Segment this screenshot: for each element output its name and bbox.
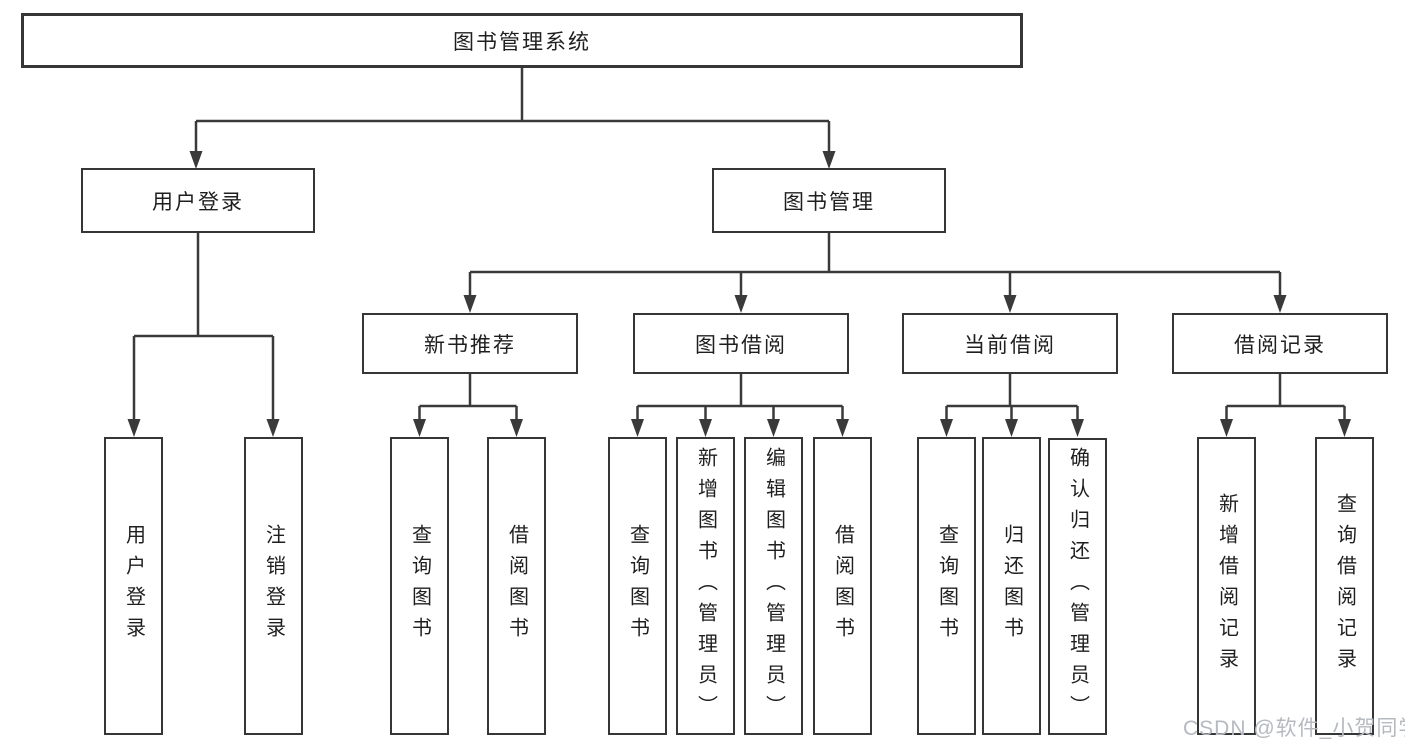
leaf-borrow-book-1: 借阅图书 [487, 437, 546, 735]
node-user-login: 用户登录 [81, 168, 315, 233]
arrow-leaf-query-book-2 [631, 419, 644, 437]
node-book-borrow: 图书借阅 [633, 313, 849, 374]
arrow-leaf-query-book-1 [413, 419, 426, 437]
leaf-add-book-admin: 新增图书（管理员） [676, 437, 735, 735]
leaf-query-book-2: 查询图书 [608, 437, 667, 735]
arrow-leaf-borrow-book-2 [836, 419, 849, 437]
leaf-confirm-return-admin: 确认归还（管理员） [1048, 438, 1107, 735]
leaf-return-book: 归还图书 [982, 437, 1041, 735]
edge-new-book-arrow-stems [418, 406, 518, 421]
arrow-leaf-borrow-book-1 [510, 419, 523, 437]
node-book-management: 图书管理 [712, 168, 946, 233]
edge-level2-arrow-stems [194, 121, 831, 153]
arrow-leaf-add-borrow-record [1220, 419, 1233, 437]
arrow-leaf-return-book [1005, 419, 1018, 437]
arrow-book-management [822, 151, 836, 169]
node-borrow-records: 借阅记录 [1172, 313, 1388, 374]
node-current-borrow: 当前借阅 [902, 313, 1118, 374]
arrow-user-login [189, 151, 203, 169]
arrow-leaf-query-book-3 [940, 419, 953, 437]
arrow-borrow-records [1273, 295, 1287, 313]
node-new-book-recommend: 新书推荐 [362, 313, 578, 374]
node-library-management-system: 图书管理系统 [21, 13, 1023, 68]
edge-current-borrow-arrow-stems [945, 406, 1079, 421]
edge-user-login-arrow-stems [132, 336, 275, 421]
arrow-leaf-add-book [699, 419, 712, 437]
arrow-new-book-recommend [463, 295, 477, 313]
leaf-query-book-1: 查询图书 [390, 437, 449, 735]
arrow-leaf-edit-book [767, 419, 780, 437]
arrow-leaf-query-borrow-record [1338, 419, 1351, 437]
leaf-user-login: 用户登录 [104, 437, 163, 735]
leaf-query-borrow-record: 查询借阅记录 [1315, 437, 1374, 735]
edge-level3-arrow-stems [468, 272, 1282, 297]
leaf-borrow-book-2: 借阅图书 [813, 437, 872, 735]
arrow-leaf-logout [266, 419, 280, 437]
arrow-leaf-confirm-return [1071, 419, 1084, 437]
arrow-book-borrow [734, 295, 748, 313]
leaf-edit-book-admin: 编辑图书（管理员） [744, 437, 803, 735]
leaf-logout: 注销登录 [244, 437, 303, 735]
leaf-query-book-3: 查询图书 [917, 437, 976, 735]
leaf-add-borrow-record: 新增借阅记录 [1197, 437, 1256, 735]
arrow-leaf-user-login [127, 419, 141, 437]
edge-borrow-records-arrow-stems [1225, 406, 1346, 421]
csdn-watermark: CSDN @软件_小贺同学 [1183, 717, 1405, 740]
arrow-current-borrow [1003, 295, 1017, 313]
edge-book-borrow-arrow-stems [636, 406, 844, 421]
